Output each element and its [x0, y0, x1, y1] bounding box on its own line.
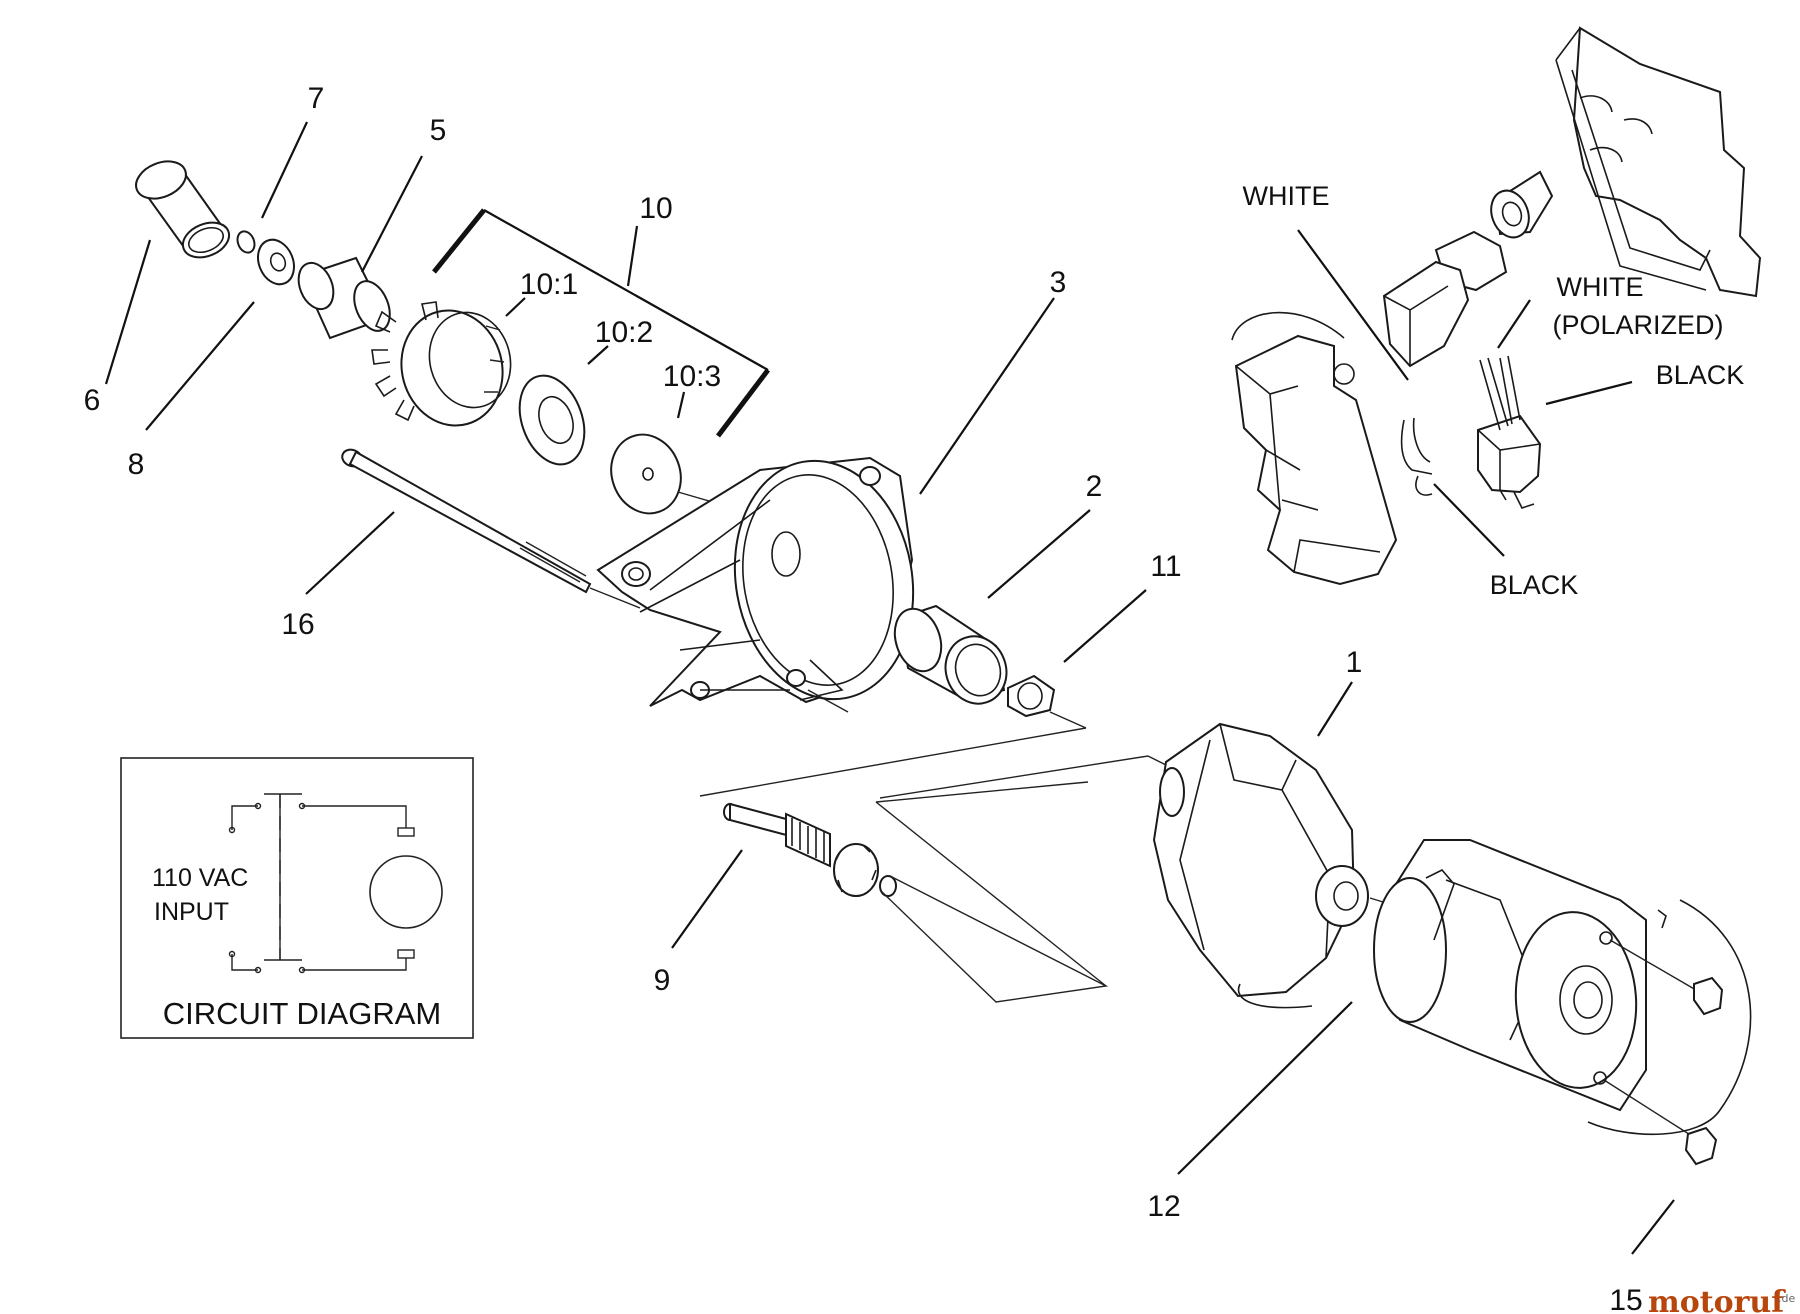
- part-16-through-bolt: [341, 448, 641, 609]
- part-10-3-washer: [610, 433, 682, 515]
- callout-labels: 7 5 10 10:1 10:2 10:3 3 2 11 1 6 8 16 9 …: [84, 82, 1643, 1314]
- callout-6: 6: [84, 384, 101, 417]
- circuit-diagram: 110 VAC INPUT CIRCUIT DIAGRAM: [120, 757, 474, 1039]
- circuit-input-line2: INPUT: [154, 898, 229, 926]
- wire-label-polarized: (POLARIZED): [1552, 310, 1723, 340]
- circuit-input-line1: 110 VAC: [152, 864, 248, 892]
- switch-bushing: [1490, 170, 1554, 239]
- callout-9: 9: [654, 964, 671, 997]
- callout-8: 8: [128, 448, 145, 481]
- part-5-tube: [297, 256, 391, 340]
- callout-1: 1: [1346, 646, 1363, 679]
- wire-label-black-bottom: BLACK: [1490, 570, 1579, 600]
- wire-labels: WHITE WHITE (POLARIZED) BLACK BLACK: [1243, 181, 1745, 600]
- watermark-brand: motoruf: [1648, 1285, 1786, 1314]
- motor-symbol: [369, 855, 443, 929]
- switch-actuator: [1382, 230, 1508, 368]
- part-1-gearbox: [879, 722, 1369, 1009]
- wire-label-white-polarized: WHITE: [1557, 272, 1644, 302]
- part-11-nut: [1007, 674, 1087, 729]
- callout-5: 5: [430, 114, 447, 147]
- callout-10-1: 10:1: [520, 268, 578, 301]
- part-12-motor: [1369, 839, 1752, 1136]
- callout-15: 15: [1609, 1284, 1642, 1314]
- part-10-2-washer: [518, 374, 586, 466]
- part-3-housing: [596, 456, 915, 713]
- part-8-bearing: [257, 238, 295, 286]
- callout-11: 11: [1150, 550, 1181, 583]
- part-9-pinion-shaft: [699, 727, 1109, 1003]
- callout-10: 10: [639, 192, 672, 225]
- callout-16: 16: [281, 608, 314, 641]
- callout-12: 12: [1147, 1190, 1180, 1223]
- callout-7: 7: [308, 82, 325, 115]
- part-2-sleeve: [893, 604, 1008, 705]
- wire-label-black-right: BLACK: [1656, 360, 1745, 390]
- callout-3: 3: [1050, 266, 1067, 299]
- leader-lines: [104, 121, 1675, 1255]
- callout-10-2: 10:2: [595, 316, 653, 349]
- part-10-1-brush-holder: [371, 301, 512, 427]
- callout-10-3: 10:3: [663, 360, 721, 393]
- part-15-nuts: [1603, 939, 1724, 1166]
- part-7-ring: [236, 230, 256, 254]
- callout-2: 2: [1086, 470, 1103, 503]
- watermark: motoruf .de: [1648, 1285, 1795, 1314]
- watermark-suffix: .de: [1778, 1292, 1795, 1305]
- circuit-diagram-caption: CIRCUIT DIAGRAM: [163, 996, 441, 1031]
- wire-label-white: WHITE: [1243, 181, 1330, 211]
- power-plug: [1477, 355, 1542, 509]
- switch-cover-plate: [1555, 26, 1762, 298]
- switch-body: [1231, 311, 1433, 586]
- part-6-sleeve: [135, 160, 231, 259]
